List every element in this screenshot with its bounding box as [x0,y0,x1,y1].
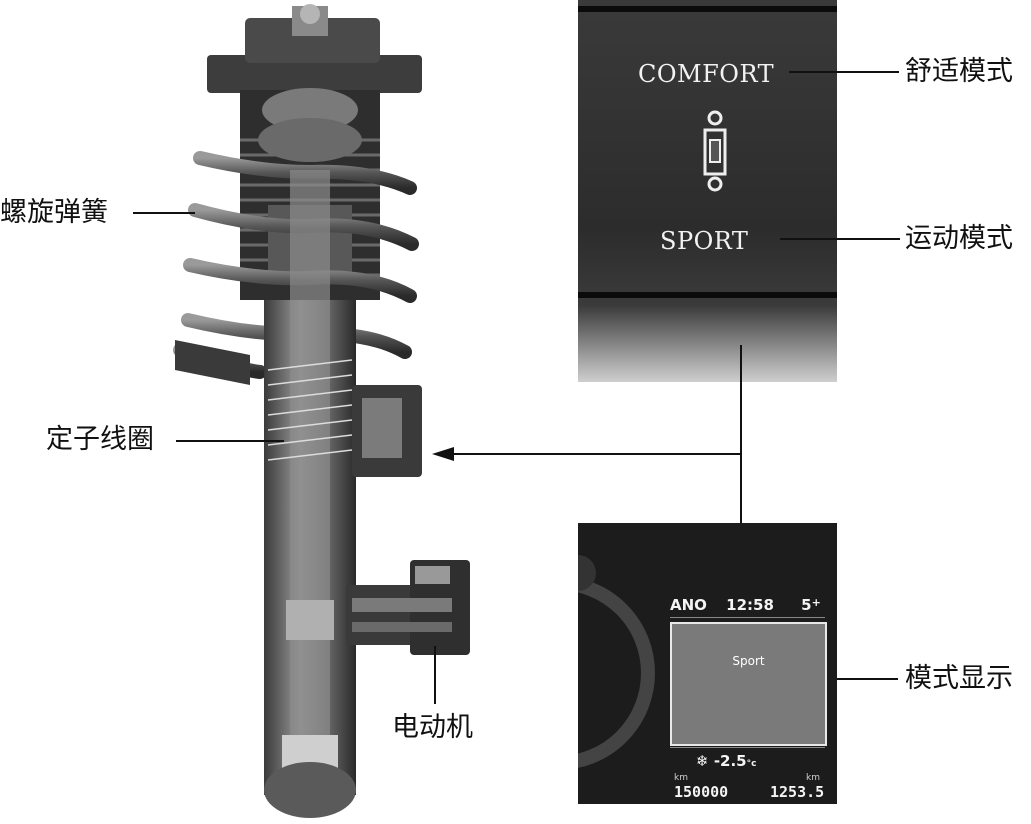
trip-value: 1253.5 [770,783,825,801]
motor-leader-line [434,646,436,704]
mode-switch-panel: COMFORT SPORT [578,0,837,382]
stator-coil-label: 定子线圈 [46,424,154,455]
connector-horizontal [450,453,742,455]
connector-vertical [740,345,742,575]
sport-leader-line [780,238,900,240]
mode-display-label: 模式显示 [905,663,1013,694]
dashboard-top-left: ANO [670,596,707,614]
arrow-head-icon [432,447,454,461]
mode-display-screen: Sport [670,622,827,746]
dashboard-gear: 5 [801,596,812,614]
motor-label: 电动机 [392,712,473,743]
damper-mode-switch-icon[interactable] [702,110,728,194]
sport-mode-label: 运动模式 [905,223,1013,254]
dashboard-divider-top [670,617,825,618]
odometer-unit: km [674,773,688,783]
trip-unit: km [806,773,820,783]
temperature-unit: °c [746,759,757,769]
sport-text: SPORT [660,227,749,255]
comfort-text: COMFORT [638,60,775,88]
dashboard-divider-bottom [670,747,825,748]
stator-leader-line [176,440,284,442]
dashboard-display-panel: ANO 12:58 5+ Sport ❄ -2.5°c km km 150000… [578,523,837,804]
temperature-readout: ❄ -2.5°c [696,752,756,770]
comfort-leader-line [789,71,899,73]
gear-up-icon: + [811,596,821,609]
spring-leader-line [133,212,195,214]
temperature-value: -2.5 [713,752,747,770]
spring-label: 螺旋弹簧 [0,197,108,228]
snowflake-icon: ❄ [696,752,709,770]
panel-edge-bottom [578,292,837,298]
mode-display-leader-line [790,678,898,680]
gauge-ring [578,555,655,768]
comfort-mode-label: 舒适模式 [905,56,1013,87]
panel-edge-top [578,6,837,12]
mode-display-text: Sport [732,654,765,668]
odometer-value: 150000 [674,783,729,801]
dashboard-top-row: ANO 12:58 5+ [670,596,821,614]
dashboard-clock: 12:58 [726,596,774,614]
strut-illustration [173,4,470,818]
